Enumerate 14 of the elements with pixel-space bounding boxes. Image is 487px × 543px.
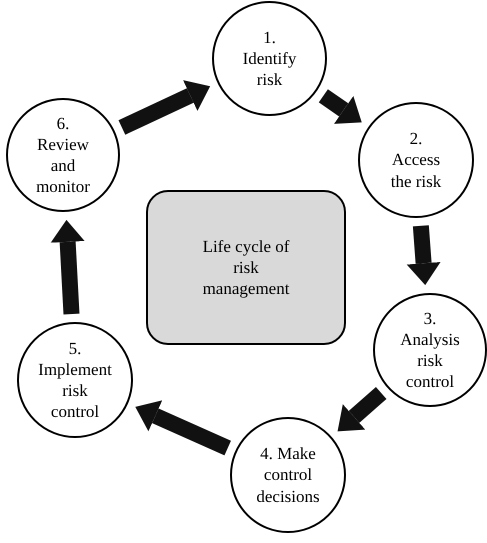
node-label: 3. Analysis risk control <box>399 308 461 392</box>
node-label: 6. Review and monitor <box>35 112 91 198</box>
center-box <box>146 190 346 345</box>
node-label: 4. Make control decisions <box>256 443 320 507</box>
node-label: 5. Implement risk control <box>38 338 112 422</box>
node-label: Life cycle of risk management <box>202 236 290 300</box>
block-arrow <box>318 89 362 124</box>
block-arrow <box>50 220 85 315</box>
block-arrow <box>135 400 231 456</box>
node-label: 1. Identify risk <box>242 26 298 90</box>
block-arrow <box>118 80 210 135</box>
block-arrow <box>338 386 386 432</box>
block-arrow <box>406 225 441 286</box>
node-label: 2. Access the risk <box>390 128 442 192</box>
